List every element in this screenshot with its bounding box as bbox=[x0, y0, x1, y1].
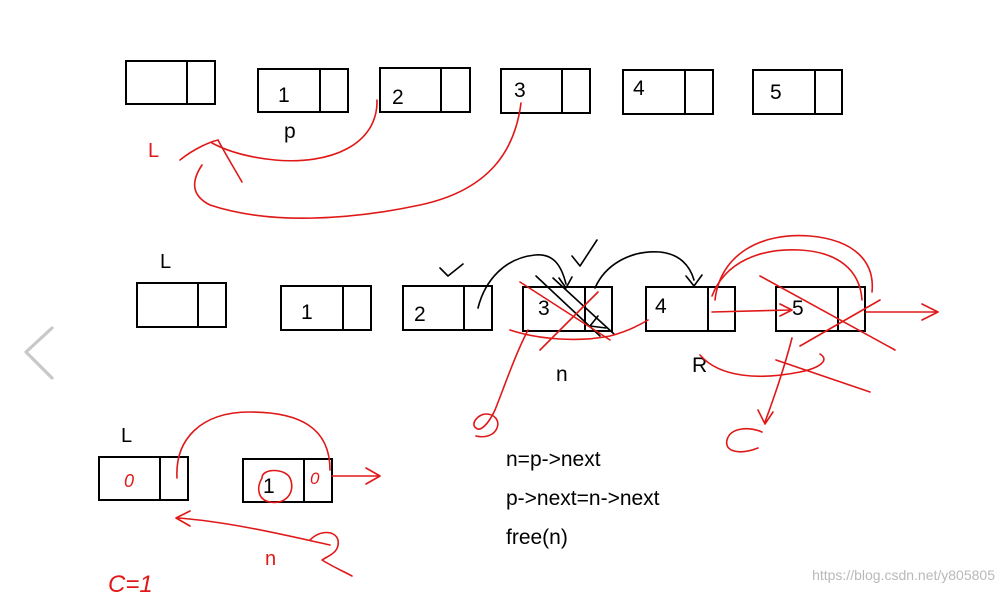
row2-node-1-label: 1 bbox=[301, 301, 313, 324]
code-block: n=p->next p->next=n->next free(n) bbox=[506, 448, 660, 549]
code-line-2: p->next=n->next bbox=[506, 487, 660, 510]
link-3-to-4 bbox=[594, 251, 695, 289]
node-3-red-cross bbox=[519, 281, 611, 351]
row1-node-5-label: 5 bbox=[770, 81, 782, 104]
row1-node-1-label: 1 bbox=[278, 84, 290, 107]
row3-circle-1 bbox=[257, 469, 293, 504]
row2-node-2-label: 2 bbox=[414, 303, 426, 326]
row3-head-label: L bbox=[121, 425, 132, 447]
row3-node-1-next: 0 bbox=[310, 469, 320, 488]
node-5-red-cross bbox=[759, 275, 896, 351]
row3-tail-arrow bbox=[331, 467, 381, 485]
row2-r-label: R bbox=[692, 354, 707, 377]
row2-node-4-label: 4 bbox=[655, 295, 667, 318]
row3-bottom-note: C=1 bbox=[108, 571, 153, 592]
node-3-next-mark bbox=[589, 315, 607, 329]
red-scribble-r bbox=[699, 353, 871, 393]
row3-node-head-value: 0 bbox=[124, 471, 134, 491]
code-line-1: n=p->next bbox=[506, 448, 601, 471]
chevron-left-icon[interactable] bbox=[18, 318, 62, 384]
row3-arrow-to-head bbox=[175, 510, 331, 546]
row1-red-links: L bbox=[148, 99, 522, 219]
row1-pointer-p: p bbox=[284, 120, 296, 143]
row1-node-3-label: 3 bbox=[514, 79, 526, 102]
red-loop-over-4-5 bbox=[714, 234, 874, 301]
red-link-under-3 bbox=[509, 319, 649, 341]
row1-node-2: 2 bbox=[379, 67, 471, 113]
row1-node-4-label: 4 bbox=[633, 77, 645, 100]
row2-head-label: L bbox=[160, 251, 171, 273]
arrowhead-3-to-4 bbox=[685, 274, 703, 287]
code-line-3: free(n) bbox=[506, 526, 568, 549]
row1-node-5: 5 bbox=[752, 69, 843, 115]
row3-n-label: n bbox=[265, 548, 276, 570]
red-down-arrow bbox=[757, 337, 793, 425]
arrowhead-2-to-3 bbox=[558, 276, 573, 289]
link-2-to-3 bbox=[477, 254, 567, 309]
row1-node-head bbox=[125, 60, 216, 105]
row3-node-1: 1 0 bbox=[242, 458, 333, 503]
row1-nodes: 1 2 3 4 5 p bbox=[125, 60, 843, 143]
row2-node-head bbox=[136, 282, 227, 328]
row2-node-2: 2 bbox=[402, 285, 493, 331]
row3-node-head: 0 bbox=[98, 456, 189, 501]
row2-node-1: 1 bbox=[280, 285, 372, 331]
row1-node-3: 3 bbox=[500, 68, 591, 114]
red-loop-inner bbox=[711, 249, 863, 301]
watermark-text: https://blog.csdn.net/y805805 bbox=[812, 567, 995, 583]
row1-link-2-to-head bbox=[211, 99, 378, 162]
row3-n-mark bbox=[309, 531, 353, 577]
row2-node-4: 4 bbox=[645, 286, 736, 332]
row2-node-3: 3 bbox=[522, 286, 613, 332]
red-arrow-4-to-5 bbox=[711, 303, 793, 317]
check-mark-node-2 bbox=[439, 263, 464, 277]
row3-link-head-to-1 bbox=[176, 411, 331, 479]
row2-node-5-label: 5 bbox=[792, 297, 804, 320]
check-mark-node-3 bbox=[571, 239, 598, 267]
row1-link-3-to-head bbox=[193, 102, 522, 219]
row1-node-4: 4 bbox=[622, 69, 714, 115]
row2-red-ink bbox=[473, 234, 939, 453]
row1-node-2-label: 2 bbox=[392, 86, 404, 109]
red-curve-c-right bbox=[725, 427, 763, 453]
row1-head-label: L bbox=[148, 140, 159, 162]
row3-node-1-label: 1 bbox=[263, 475, 275, 498]
row1-node-1: 1 bbox=[257, 68, 349, 113]
row2-n-label: n bbox=[556, 363, 568, 386]
row2-nodes: L 1 2 3 4 5 n R bbox=[136, 251, 866, 386]
row3-red-ink: C=1 bbox=[108, 411, 381, 592]
red-curve-c-left bbox=[473, 329, 529, 438]
red-tail-arrow bbox=[865, 303, 939, 321]
row3-nodes: L 0 1 0 n bbox=[98, 425, 333, 570]
row2-node-3-label: 3 bbox=[538, 297, 550, 320]
row1-arrowhead-head bbox=[179, 139, 243, 183]
